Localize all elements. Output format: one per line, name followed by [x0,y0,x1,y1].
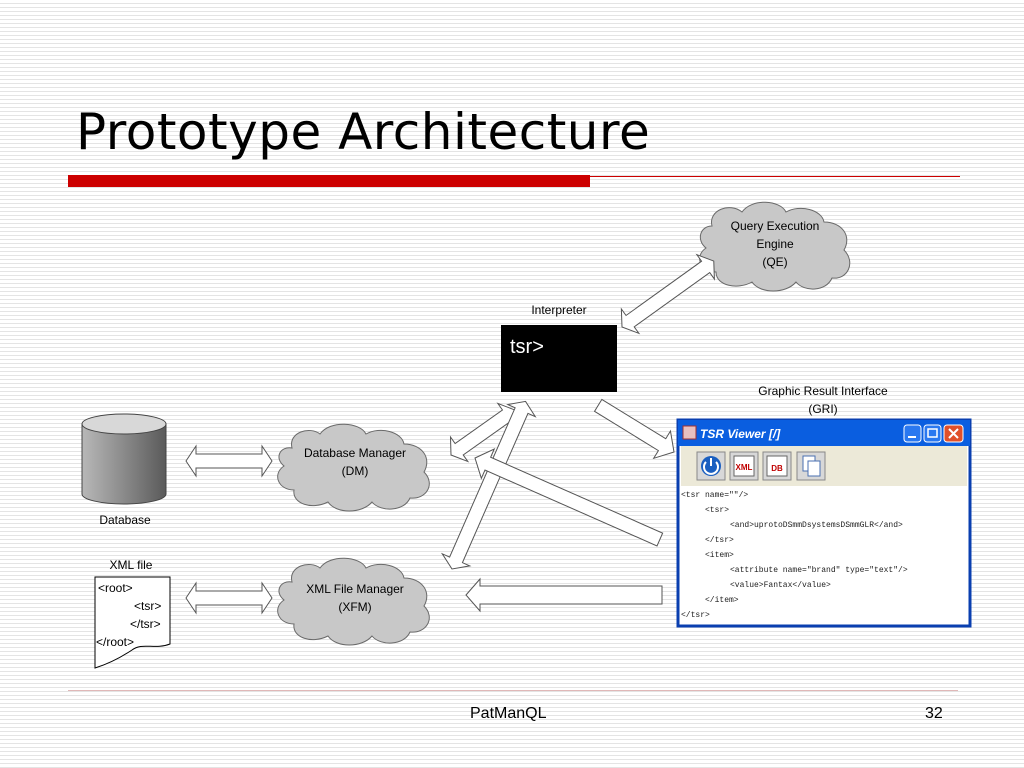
query-execution-engine-cloud: Query Execution Engine (QE) [699,201,851,292]
xfm-cloud-shape [277,557,430,646]
dm-label-line1: Database Manager [304,446,406,460]
page-number: 32 [925,705,943,722]
xml-line-tsr-close: </tsr> [130,617,161,631]
tsr-viewer-window[interactable]: TSR Viewer [/] XML DB [676,418,972,628]
power-button[interactable] [696,451,726,481]
database-body [81,423,167,505]
xml-file-manager-cloud: XML File Manager (XFM) [277,557,430,646]
dm-cloud-shape [277,423,430,512]
xml-line-root-close: </root> [96,635,134,649]
arrow-interpreter-gri [593,398,675,460]
maximize-button[interactable] [923,424,942,443]
footer-rule [68,690,958,691]
arrow-xfm-interpreter [440,400,537,570]
xml-line-root-open: <root> [98,581,133,595]
xml-document-shape [94,576,171,669]
xfm-label-line1: XML File Manager [306,582,404,596]
interpreter-label: Interpreter [531,303,586,317]
xfm-label-line2: (XFM) [338,600,371,614]
slide-title: Prototype Architecture [76,103,651,161]
terminal-prompt: tsr> [510,336,544,358]
code-line-5: <item> [705,551,734,560]
dm-label-line2: (DM) [342,464,369,478]
code-line-7: <value>Fantax</value> [730,581,831,590]
footer-title: PatManQL [470,705,547,722]
xml-file-document: <root> <tsr> </tsr> </root> [94,576,171,669]
arrow-xml-xfm [185,581,273,615]
qe-label-line2: Engine [756,237,794,251]
viewer-title: TSR Viewer [/] [700,427,781,441]
gri-label-line2: (GRI) [808,402,837,416]
xml-file-label: XML file [110,558,153,572]
db-button[interactable]: DB [762,451,792,481]
database-cylinder [81,413,167,505]
minimize-icon [908,436,916,438]
interpreter-node: Interpreter tsr> [501,303,617,392]
arrow-interpreter-qe [620,253,715,335]
qe-label-line1: Query Execution [731,219,820,233]
arrow-gri-xfm [465,577,663,613]
xml-line-tsr-open: <tsr> [134,599,161,613]
maximize-icon [927,428,938,438]
database-top [81,413,167,435]
app-icon [682,425,697,440]
close-button[interactable] [943,424,964,443]
arrow-gri-dm [474,447,664,547]
title-underline-rule [590,176,960,177]
minimize-button[interactable] [903,424,922,443]
code-line-3: <and>uprotoDSmmDsystemsDSmmGLR</and> [730,521,903,530]
gri-label-line1: Graphic Result Interface [758,384,888,398]
db-icon [766,455,788,477]
title-underline-bar [68,175,590,187]
xml-icon-label: XML [736,463,753,472]
copy-button[interactable] [796,451,826,481]
xml-icon [733,455,755,477]
close-icon [948,428,959,439]
code-line-4: </tsr> [705,536,734,545]
code-line-8: </item> [705,596,739,605]
database-manager-cloud: Database Manager (DM) [277,423,430,512]
code-line-6: <attribute name="brand" type="text"/> [730,566,908,575]
xml-button[interactable]: XML [729,451,759,481]
code-line-9: </tsr> [681,611,710,620]
code-line-2: <tsr> [705,506,729,515]
database-label: Database [99,513,151,527]
db-icon-label: DB [771,464,783,473]
code-line-1: <tsr name=""/> [681,491,748,500]
qe-label-line3: (QE) [762,255,787,269]
interpreter-terminal [501,325,617,392]
arrow-db-dm [185,444,273,478]
